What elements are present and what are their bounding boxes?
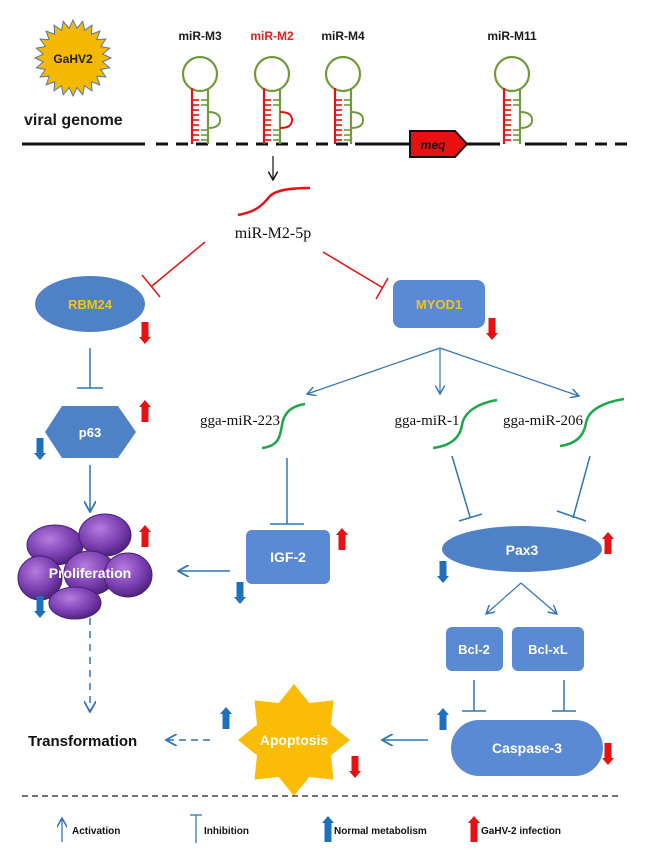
pax3-node xyxy=(442,526,602,572)
myod1-label: MYOD1 xyxy=(416,297,462,312)
igf2-label: IGF-2 xyxy=(270,549,306,565)
mature-mirna-label: miR-M2-5p xyxy=(235,225,311,242)
bcl2-label: Bcl-2 xyxy=(458,642,490,657)
mir223-strand-icon xyxy=(261,402,306,450)
meq-label: meq xyxy=(421,138,446,152)
p63-node xyxy=(45,406,136,458)
mir223-label: gga-miR-223 xyxy=(200,413,280,429)
myod1-down-red-arrow-icon xyxy=(486,318,498,340)
myod1-node xyxy=(393,280,485,328)
caspase3-down-red-arrow-icon xyxy=(602,743,614,765)
mirna-label-m3: miR-M3 xyxy=(178,29,222,43)
rbm24-node xyxy=(35,276,145,332)
legend-normal: Normal metabolism xyxy=(322,816,427,842)
p63-label: p63 xyxy=(79,425,101,440)
apoptosis-label: Apoptosis xyxy=(260,732,329,748)
legend-normal-label: Normal metabolism xyxy=(334,826,427,837)
bclxl-node xyxy=(512,627,584,671)
legend-red-arrow-shape xyxy=(468,816,480,842)
hairpin-m2-icon xyxy=(253,55,294,144)
apoptosis-star-icon xyxy=(238,684,350,796)
inhibit-rbm24-p63 xyxy=(77,348,103,389)
pax3-label: Pax3 xyxy=(506,542,539,558)
legend-infection-label: GaHV-2 infection xyxy=(481,826,561,837)
virus-badge: GaHV2 xyxy=(33,18,113,98)
myod1-branches xyxy=(307,347,579,396)
mirna-label-m4: miR-M4 xyxy=(321,29,365,43)
bcl-inhibitions xyxy=(462,680,576,712)
rbm24-label: RBM24 xyxy=(68,297,113,312)
virus-name: GaHV2 xyxy=(53,52,93,66)
mirna-inhibitions xyxy=(270,455,591,525)
bcl2-node xyxy=(446,627,503,671)
meq-gene: meq xyxy=(409,130,469,158)
apoptosis-down-red-arrow-icon xyxy=(349,756,361,778)
hairpin-m11-icon xyxy=(493,55,534,144)
genome-label: viral genome xyxy=(24,112,123,129)
rbm24-down-red-arrow-icon xyxy=(139,322,151,344)
igf2-down-blue-arrow-icon xyxy=(234,582,246,604)
status-arrows xyxy=(34,318,614,778)
mirna-label-m11: miR-M11 xyxy=(487,29,537,43)
mirna-label-m2: miR-M2 xyxy=(250,29,294,43)
proliferation-up-red-arrow-icon xyxy=(139,525,151,547)
caspase3-label: Caspase-3 xyxy=(492,740,562,756)
mir206-strand-icon xyxy=(559,397,625,448)
mir1-strand-icon xyxy=(432,398,498,450)
legend-inhibition: Inhibition xyxy=(190,814,249,843)
legend-blue-arrow-shape xyxy=(322,816,334,842)
pax3-up-red-arrow-icon xyxy=(602,532,614,554)
infection-arrow-icon xyxy=(468,816,480,842)
legend-infection: GaHV-2 infection xyxy=(468,816,561,842)
igf2-node xyxy=(246,530,330,584)
pax3-down-blue-arrow-icon xyxy=(437,561,449,583)
hairpin-m4-icon xyxy=(324,55,365,144)
p63-up-red-arrow-icon xyxy=(139,400,151,422)
p63-down-blue-arrow-icon xyxy=(34,438,46,460)
apoptosis-up-blue-arrow-icon xyxy=(220,707,232,729)
mirna-inhibition-lines xyxy=(141,241,389,300)
pax3-branches xyxy=(486,582,557,614)
legend-activation-label: Activation xyxy=(72,826,120,837)
legend-inhibition-label: Inhibition xyxy=(204,826,249,837)
proliferation-label: Proliferation xyxy=(49,565,131,581)
normal-metabolism-arrow-icon xyxy=(322,816,334,842)
hairpin-m3-icon xyxy=(181,55,222,144)
virus-star-icon xyxy=(33,18,113,98)
proliferation-cells-icon xyxy=(17,513,153,620)
mir1-label: gga-miR-1 xyxy=(395,413,460,429)
mir206-label: gga-miR-206 xyxy=(503,413,583,429)
caspase3-node xyxy=(451,720,603,776)
igf2-up-red-arrow-icon xyxy=(336,528,348,550)
transformation-label: Transformation xyxy=(28,733,137,750)
mature-mirna-strand-icon xyxy=(237,186,311,217)
legend-activation: Activation xyxy=(62,818,120,842)
caspase3-up-blue-arrow-icon xyxy=(437,708,449,730)
bclxl-label: Bcl-xL xyxy=(528,642,568,657)
legend: Activation Inhibition Normal metabolism … xyxy=(62,814,561,843)
proliferation-down-blue-arrow-icon xyxy=(34,596,46,618)
